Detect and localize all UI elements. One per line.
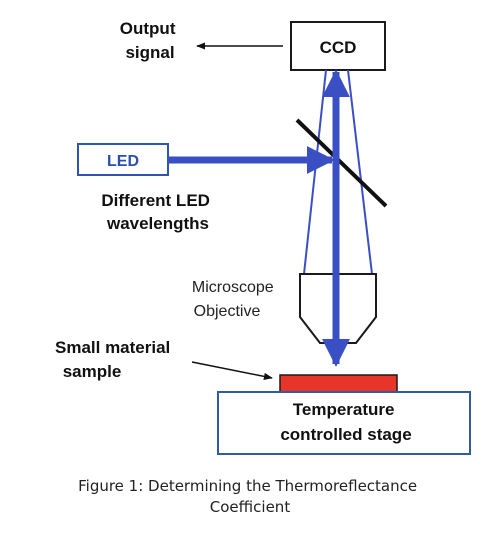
objective-label: Microscope Objective: [192, 279, 278, 320]
stage-box: [217, 391, 471, 455]
led-label: LED: [107, 153, 139, 170]
sample-pointer-arrow: [191, 361, 273, 380]
sample-block: [279, 374, 398, 393]
figure-caption: Figure 1: Determining the Thermoreflecta…: [78, 477, 422, 516]
sample-label: Small material sample: [55, 338, 175, 381]
ccd-label: CCD: [320, 38, 357, 57]
led-wavelengths-label: Different LED wavelengths: [101, 191, 214, 233]
output-signal-label: Output signal: [120, 19, 180, 62]
beamsplitter: [295, 118, 388, 208]
stage-label: Temperature controlled stage: [280, 400, 411, 444]
